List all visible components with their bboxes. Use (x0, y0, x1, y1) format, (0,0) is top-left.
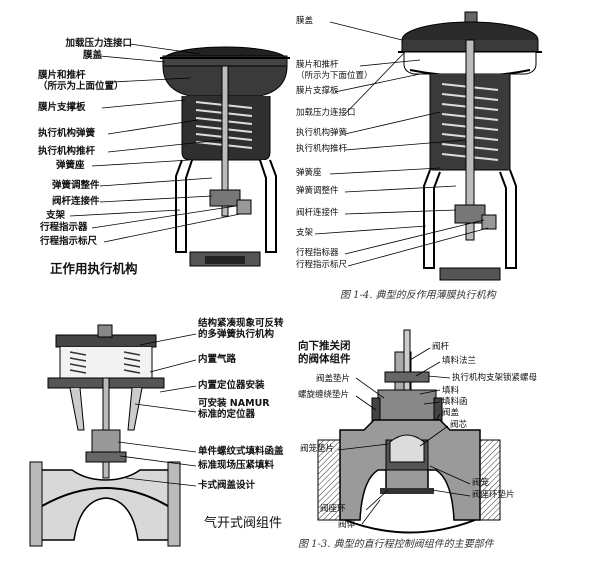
br-caption: 图 1-3. 典型的直行程控制阀组件的主要部件 (298, 539, 494, 550)
leader-lines (69, 21, 489, 525)
br-label-seat-ring-gasket: 阀座环垫片 (472, 490, 515, 500)
valve-body-cross-section-drawing (317, 329, 501, 534)
tr-label-travel-scale: 行程指示标尺 (296, 260, 348, 270)
tl-label-diaphragm-stem: 膜片和推杆 （所示为上面位置） (38, 70, 124, 92)
tl-label-actuator-spring: 执行机构弹簧 (38, 128, 96, 139)
bl-label-namur: 可安装 NAMUR 标准的定位器 (198, 398, 270, 420)
bl-title: 气开式阀组件 (204, 516, 283, 531)
bl-label-positioner-mount: 内置定位器安装 (198, 380, 265, 391)
br-label-stem: 阀杆 (432, 342, 450, 352)
tl-label-spring-seat: 弹簧座 (56, 160, 85, 171)
br-label-cage: 阀笼 (472, 478, 490, 488)
br-label-cage-gasket: 阀笼垫片 (300, 444, 335, 454)
br-label-bonnet-gasket: 阀盖垫片 (316, 374, 351, 384)
tr-label-load-port: 加载压力连接口 (296, 108, 356, 118)
br-label-packing: 填料 (442, 386, 460, 396)
br-label-bonnet: 阀盖 (442, 408, 460, 418)
tr-label-yoke: 支架 (296, 228, 314, 238)
tl-label-actuator-stem: 执行机构推杆 (38, 146, 96, 157)
br-label-yoke-locknut: 执行机构支架锁紧螺母 (452, 373, 538, 383)
br-heading: 向下推关闭 的阀体组件 (298, 340, 351, 365)
tl-label-spring-adjustor: 弹簧调整件 (52, 180, 100, 191)
tl-title: 正作用执行机构 (50, 261, 138, 276)
tr-label-travel-indicator: 行程指标器 (296, 248, 339, 258)
bl-label-packing: 标准现场压紧填料 (198, 460, 275, 471)
tr-label-spring-adjustor: 弹簧调整件 (296, 186, 339, 196)
br-label-seat-ring: 阀座环 (320, 504, 346, 514)
direct-acting-actuator-drawing (160, 46, 290, 267)
tl-label-diaphragm-plate: 膜片支撑板 (38, 102, 86, 113)
bl-label-internal-air: 内置气路 (198, 354, 237, 365)
tr-label-diaphragm-stem: 膜片和推杆 （所示为下面位置） (296, 60, 373, 81)
br-label-spiral-gasket: 螺旋缠绕垫片 (298, 390, 350, 400)
bl-label-multi-spring: 结构紧凑现象可反转 的多弹簧执行机构 (198, 318, 284, 340)
br-label-plug: 阀芯 (450, 420, 468, 430)
tl-label-diaphragm-case: 膜盖 (82, 50, 102, 61)
tl-label-travel-scale: 行程指示标尺 (40, 236, 98, 247)
air-to-open-valve-drawing (29, 324, 181, 547)
tr-label-diaphragm-plate: 膜片支撑板 (296, 86, 339, 96)
bl-label-packing-nut: 单件螺纹式填料函盖 (198, 446, 284, 457)
bl-label-clamped-bonnet: 卡式阀盖设计 (198, 480, 256, 491)
tr-label-stem-connector: 阀杆连接件 (296, 208, 339, 218)
reverse-acting-actuator-drawing (398, 11, 542, 281)
tr-label-actuator-stem: 执行机构推杆 (296, 144, 348, 154)
tr-label-spring-seat: 弹簧座 (296, 168, 322, 178)
tl-label-travel-indicator: 行程指示器 (40, 222, 88, 233)
tr-label-diaphragm-case: 膜盖 (296, 16, 314, 26)
tr-label-actuator-spring: 执行机构弹簧 (296, 128, 348, 138)
tl-label-stem-connector: 阀杆连接件 (52, 196, 100, 207)
br-label-body: 阀体 (338, 520, 356, 530)
br-label-packing-flange: 填料法兰 (442, 356, 477, 366)
tl-label-yoke: 支架 (46, 210, 66, 221)
tr-caption: 图 1-4. 典型的反作用薄膜执行机构 (340, 290, 496, 301)
br-label-packing-box: 填料函 (442, 397, 468, 407)
tl-label-load-port: 加载压力连接口 (65, 38, 132, 49)
